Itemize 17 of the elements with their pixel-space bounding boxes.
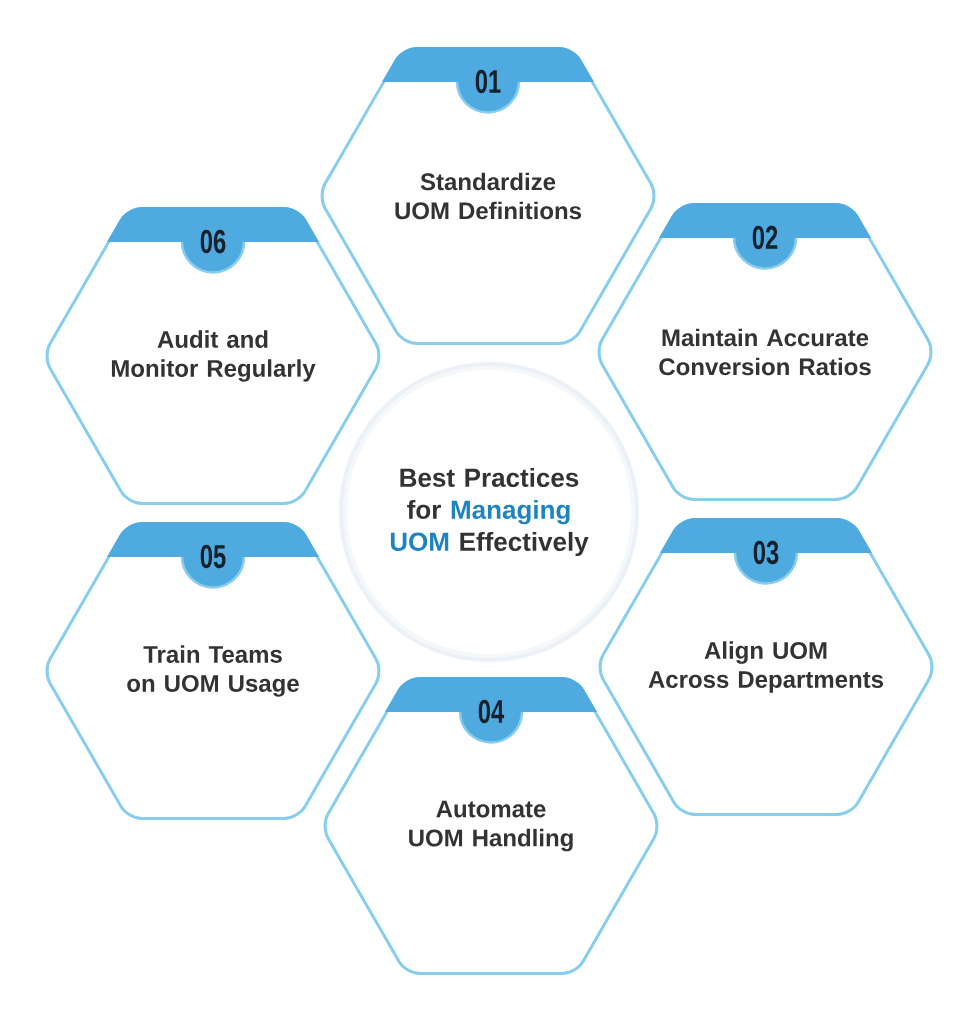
number-tab: 04 bbox=[386, 677, 596, 744]
hexagon-card bbox=[45, 207, 381, 505]
step-title: Align UOM Across Departments bbox=[648, 641, 883, 693]
hexagon-card bbox=[597, 203, 933, 501]
step-title: Maintain Accurate Conversion Ratios bbox=[659, 328, 871, 376]
step-title: Train Teams on UOM Usage bbox=[127, 645, 299, 697]
hexagon-card bbox=[598, 518, 934, 816]
number-tab: 05 bbox=[108, 522, 318, 589]
step-title: Standardize UOM Definitions bbox=[395, 172, 581, 220]
number-tab: 01 bbox=[383, 47, 593, 114]
step-title: Audit and Monitor Regularly bbox=[111, 330, 316, 382]
hexagon-card bbox=[320, 47, 656, 345]
step-title: Automate UOM Handling bbox=[409, 800, 573, 852]
number-tab: 06 bbox=[108, 207, 318, 274]
hexagon-card bbox=[45, 522, 381, 820]
number-tab: 03 bbox=[661, 518, 871, 585]
number-tab: 02 bbox=[660, 203, 870, 270]
